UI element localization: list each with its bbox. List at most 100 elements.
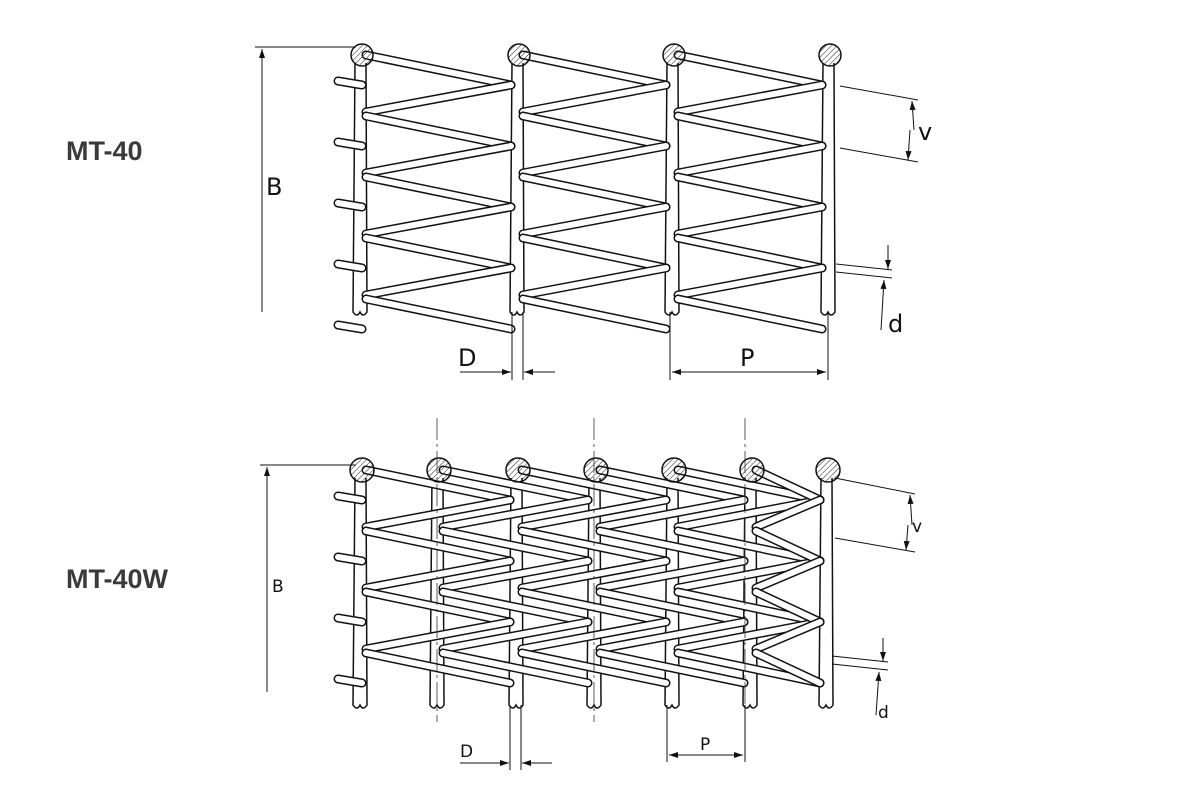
spiral-wire-fill: [440, 528, 591, 564]
spiral-wire-fill: [520, 235, 669, 271]
rod-cross-section: [815, 457, 841, 483]
spiral-wire-fill: [753, 528, 823, 564]
spiral-wire-fill: [363, 296, 514, 332]
spiral-wire-fill: [440, 589, 591, 625]
spiral-wire-fill: [363, 113, 514, 149]
spiral-wire-fill: [335, 554, 365, 564]
spiral-wire-fill: [363, 52, 514, 88]
spiral-wire-fill: [675, 235, 825, 271]
dimension-d-label: d: [888, 310, 903, 338]
spiral-wire-fill: [675, 296, 825, 332]
spiral-wire-fill: [675, 528, 823, 564]
spiral-wire-fill: [519, 497, 669, 530]
spiral-wire-fill: [675, 589, 823, 625]
rod-cross-section: [583, 457, 609, 483]
spiral-wire-fill: [440, 467, 591, 503]
spiral-wire-fill: [520, 113, 669, 149]
spiral-wire-fill: [440, 497, 591, 530]
dimension-v-label: v: [918, 118, 932, 146]
dimension-b-label: B: [266, 173, 282, 201]
mt-40w-mesh: [333, 457, 841, 709]
spiral-wire-fill: [440, 619, 591, 652]
spiral-wire-fill: [440, 558, 591, 591]
spiral-wire-fill: [753, 497, 823, 530]
mt-40-mesh: [333, 43, 842, 334]
spiral-wire-fill: [519, 589, 669, 625]
spiral-wire-fill: [597, 650, 747, 686]
cross-rod: [818, 477, 834, 709]
spiral-wire-fill: [753, 558, 823, 591]
spiral-wire-fill: [675, 52, 825, 88]
rod-cross-section: [426, 457, 452, 483]
cross-rod: [664, 62, 680, 316]
spiral-wire-fill: [675, 265, 825, 298]
spiral-wire-fill: [675, 174, 825, 210]
rod-cross-section: [349, 457, 375, 483]
rod-cross-section: [505, 457, 531, 483]
spiral-wire-fill: [335, 493, 365, 503]
cross-rod: [509, 62, 525, 316]
spiral-wire-fill: [363, 235, 514, 271]
spiral-wire-fill: [675, 204, 825, 237]
cross-rod: [820, 62, 836, 316]
spiral-wire-fill: [597, 558, 747, 591]
spiral-wire-fill: [520, 52, 669, 88]
spiral-wire-fill: [520, 296, 669, 332]
mt-40w-dimensions: B v d D P: [260, 418, 922, 770]
spiral-wire-fill: [675, 558, 823, 591]
model-title-mt-40w: MT-40W: [66, 564, 169, 594]
rod-cross-section: [818, 43, 842, 67]
mt-40-dimensions: B v d D P: [255, 46, 932, 380]
spiral-wire-fill: [675, 619, 823, 652]
spiral-wire-fill: [440, 650, 591, 686]
dimension-D-label: D: [458, 344, 476, 372]
spiral-wire-fill: [520, 204, 669, 237]
spiral-wire-fill: [675, 113, 825, 149]
spiral-wire-fill: [363, 82, 514, 115]
spiral-wire-fill: [753, 619, 823, 652]
spiral-wire-fill: [675, 82, 825, 115]
spiral-wire-fill: [363, 528, 513, 564]
spiral-wire-fill: [520, 174, 669, 210]
spiral-wire-fill: [335, 676, 365, 686]
spiral-wire-fill: [520, 265, 669, 298]
spiral-wire-fill: [335, 200, 365, 210]
rod-cross-section: [739, 457, 765, 483]
cross-rod: [352, 62, 368, 316]
spiral-wire-fill: [363, 265, 514, 298]
spiral-wire-fill: [363, 467, 513, 503]
spiral-wire-fill: [363, 558, 513, 591]
spiral-wire-fill: [675, 467, 823, 503]
spiral-wire-fill: [335, 78, 365, 88]
spiral-wire-fill: [675, 143, 825, 176]
dimension-p-label: P: [740, 344, 754, 372]
spiral-wire-fill: [597, 619, 747, 652]
rod-cross-section: [661, 457, 687, 483]
spiral-wire-fill: [363, 143, 514, 176]
spiral-wire-fill: [753, 650, 823, 686]
dimension-D-label: D: [460, 742, 473, 762]
rod-cross-section: [350, 43, 374, 67]
spiral-wire-fill: [753, 467, 823, 503]
spiral-wire-fill: [335, 261, 365, 271]
dimension-d-label: d: [878, 703, 889, 723]
spiral-wire-fill: [520, 143, 669, 176]
spiral-wire-fill: [363, 589, 513, 625]
spiral-wire-fill: [363, 650, 513, 686]
rod-cross-section: [507, 43, 531, 67]
spiral-wire-fill: [335, 322, 365, 332]
spiral-wire-fill: [597, 589, 747, 625]
model-title-mt-40: MT-40: [66, 136, 143, 166]
spiral-wire-fill: [753, 589, 823, 625]
spiral-wire-fill: [597, 528, 747, 564]
spiral-wire-fill: [520, 82, 669, 115]
rod-cross-section: [662, 43, 686, 67]
dimension-b-label: B: [272, 577, 284, 597]
spiral-wire-fill: [363, 497, 513, 530]
spiral-wire-fill: [519, 558, 669, 591]
spiral-wire-fill: [363, 174, 514, 210]
spiral-wire-fill: [363, 619, 513, 652]
dimension-p-label: P: [700, 735, 710, 755]
dimension-v-label: v: [912, 517, 922, 537]
